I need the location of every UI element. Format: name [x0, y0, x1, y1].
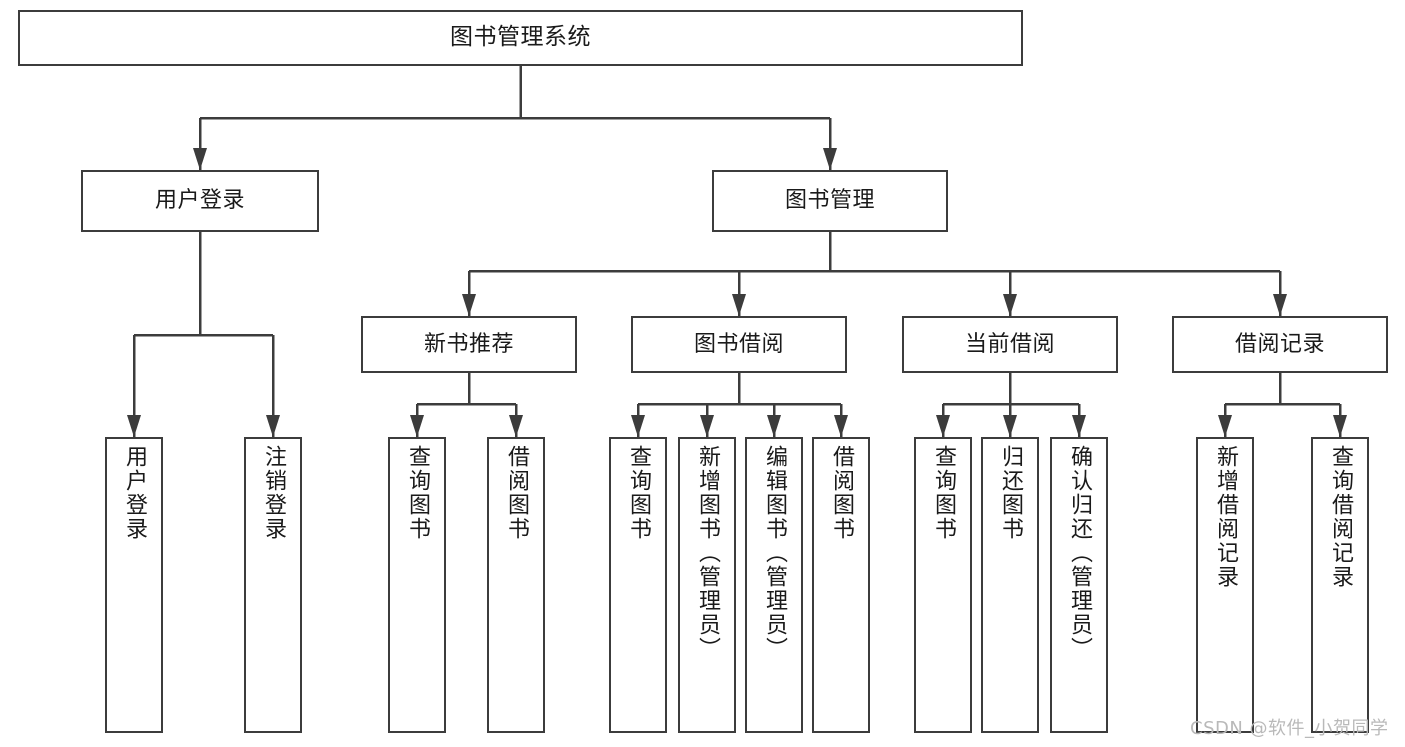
conn-new-book-rec-arrow-1	[509, 415, 523, 437]
node-leaf-bb-borrow[interactable]: 借阅图书	[812, 437, 870, 733]
node-leaf-br-query[interactable]: 查询借阅记录	[1311, 437, 1369, 733]
node-label: 查询图书	[625, 445, 651, 541]
node-label: 查询借阅记录	[1327, 445, 1353, 589]
node-label: 借阅图书	[503, 445, 529, 541]
node-label: 新增借阅记录	[1212, 445, 1238, 589]
conn-current-borrow-arrow-2	[1072, 415, 1086, 437]
node-label: 注销登录	[260, 445, 286, 541]
conn-user-login-arrow-1	[266, 415, 280, 437]
node-user-login[interactable]: 用户登录	[81, 170, 319, 232]
node-leaf-user-login[interactable]: 用户登录	[105, 437, 163, 733]
node-label: 图书借阅	[693, 331, 784, 357]
node-label: 确认归还（管理员）	[1066, 445, 1092, 661]
conn-root-arrow-1	[823, 148, 837, 170]
node-leaf-bb-add[interactable]: 新增图书（管理员）	[678, 437, 736, 733]
conn-book-borrow-arrow-3	[834, 415, 848, 437]
node-root[interactable]: 图书管理系统	[18, 10, 1023, 66]
node-label: 当前借阅	[964, 331, 1055, 357]
conn-book-borrow-arrow-1	[700, 415, 714, 437]
node-leaf-bb-edit[interactable]: 编辑图书（管理员）	[745, 437, 803, 733]
conn-borrow-record-arrow-1	[1333, 415, 1347, 437]
node-label: 归还图书	[997, 445, 1023, 541]
node-borrow-record[interactable]: 借阅记录	[1172, 316, 1388, 373]
node-leaf-rec-borrow[interactable]: 借阅图书	[487, 437, 545, 733]
conn-current-borrow-arrow-0	[936, 415, 950, 437]
conn-book-borrow-arrow-2	[767, 415, 781, 437]
node-label: 查询图书	[930, 445, 956, 541]
conn-book-manage-arrow-3	[1273, 294, 1287, 316]
node-current-borrow[interactable]: 当前借阅	[902, 316, 1118, 373]
node-leaf-logout[interactable]: 注销登录	[244, 437, 302, 733]
node-label: 借阅记录	[1234, 331, 1325, 357]
node-label: 图书管理系统	[450, 24, 591, 51]
conn-book-manage-arrow-0	[462, 294, 476, 316]
conn-root-arrow-0	[193, 148, 207, 170]
node-label: 新书推荐	[423, 331, 514, 357]
node-leaf-cb-return[interactable]: 归还图书	[981, 437, 1039, 733]
conn-book-borrow-arrow-0	[631, 415, 645, 437]
conn-current-borrow-arrow-1	[1003, 415, 1017, 437]
node-leaf-cb-confirm[interactable]: 确认归还（管理员）	[1050, 437, 1108, 733]
node-label: 查询图书	[404, 445, 430, 541]
node-book-manage[interactable]: 图书管理	[712, 170, 948, 232]
conn-borrow-record-arrow-0	[1218, 415, 1232, 437]
node-label: 新增图书（管理员）	[694, 445, 720, 661]
node-label: 用户登录	[154, 188, 245, 214]
node-leaf-br-add[interactable]: 新增借阅记录	[1196, 437, 1254, 733]
conn-book-manage-arrow-2	[1003, 294, 1017, 316]
node-new-book-rec[interactable]: 新书推荐	[361, 316, 577, 373]
node-label: 用户登录	[121, 445, 147, 541]
node-leaf-bb-query[interactable]: 查询图书	[609, 437, 667, 733]
node-book-borrow[interactable]: 图书借阅	[631, 316, 847, 373]
node-leaf-cb-query[interactable]: 查询图书	[914, 437, 972, 733]
node-leaf-rec-query[interactable]: 查询图书	[388, 437, 446, 733]
conn-user-login-arrow-0	[127, 415, 141, 437]
node-label: 借阅图书	[828, 445, 854, 541]
conn-new-book-rec-arrow-0	[410, 415, 424, 437]
node-label: 图书管理	[784, 188, 875, 214]
conn-book-manage-arrow-1	[732, 294, 746, 316]
node-label: 编辑图书（管理员）	[761, 445, 787, 661]
